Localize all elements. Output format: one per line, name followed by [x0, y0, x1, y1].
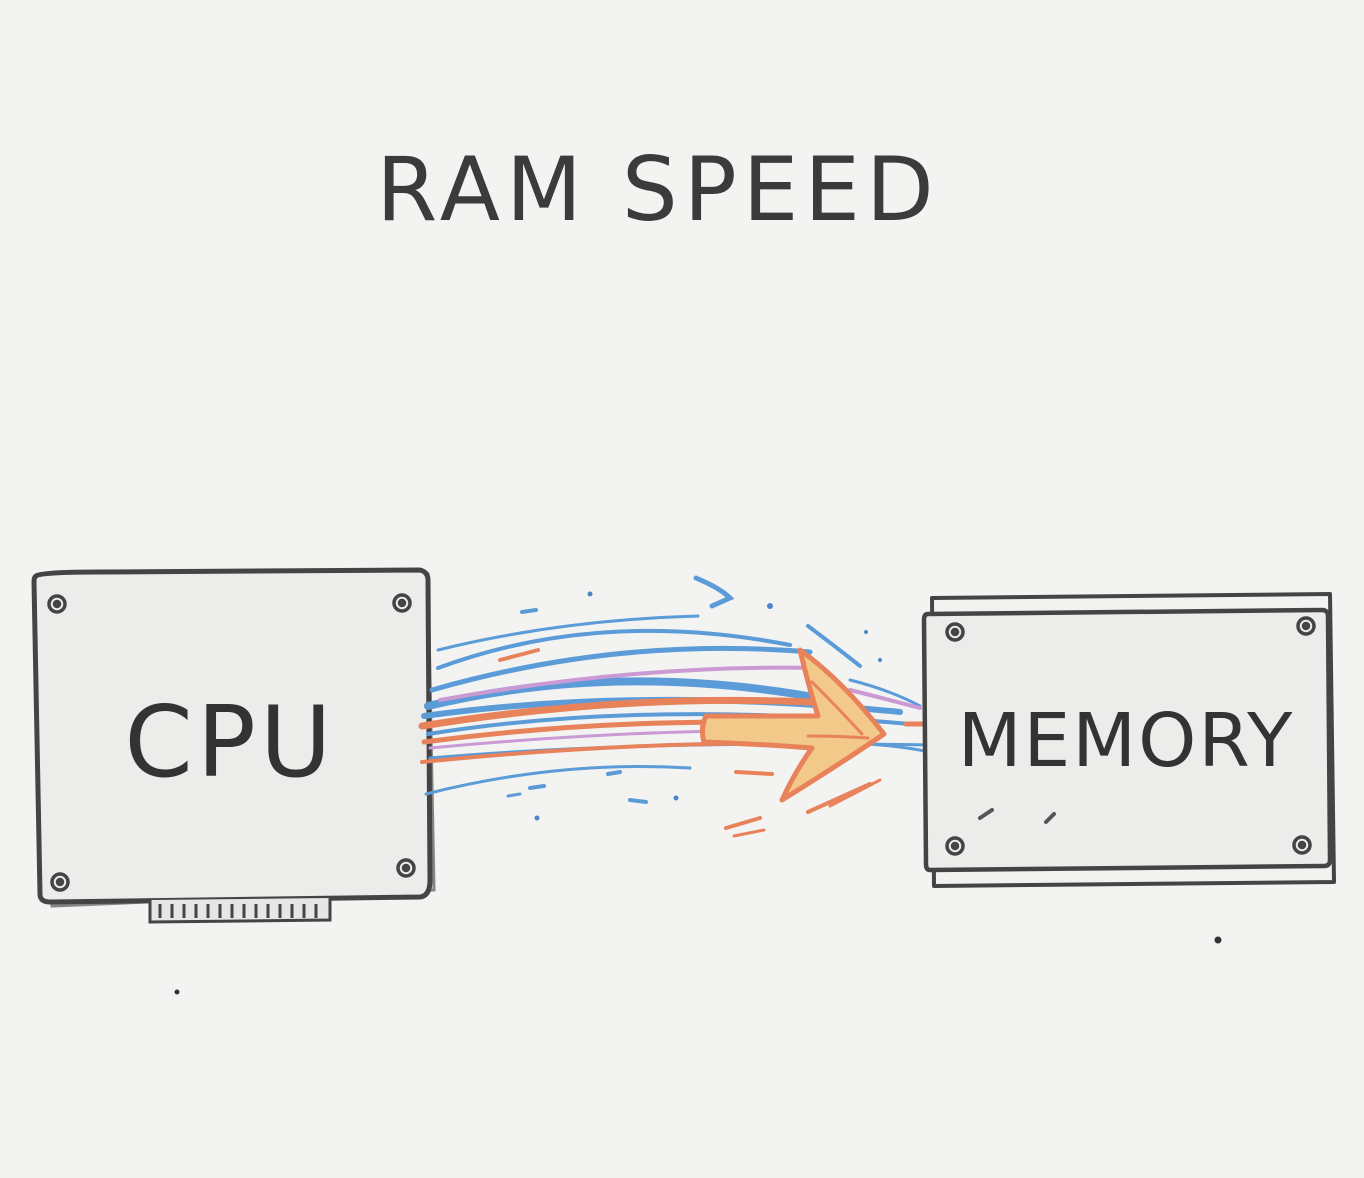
memory-box: MEMORY [921, 592, 1336, 888]
flow-arrowhead [699, 647, 887, 803]
data-stream-dots [534, 591, 882, 821]
memory-scratches [978, 808, 1056, 824]
memory-screws [945, 616, 1316, 856]
memory-label: MEMORY [958, 698, 1295, 784]
data-flow-arrow-icon [418, 575, 943, 838]
diagram-title: RAM SPEED [376, 138, 940, 241]
cpu-label: CPU [124, 686, 335, 800]
cpu-box-body [31, 567, 433, 905]
memory-box-front [921, 607, 1333, 873]
cpu-screws [47, 593, 416, 892]
cpu-connector-pins [148, 898, 332, 924]
cpu-box: CPU [31, 567, 436, 924]
